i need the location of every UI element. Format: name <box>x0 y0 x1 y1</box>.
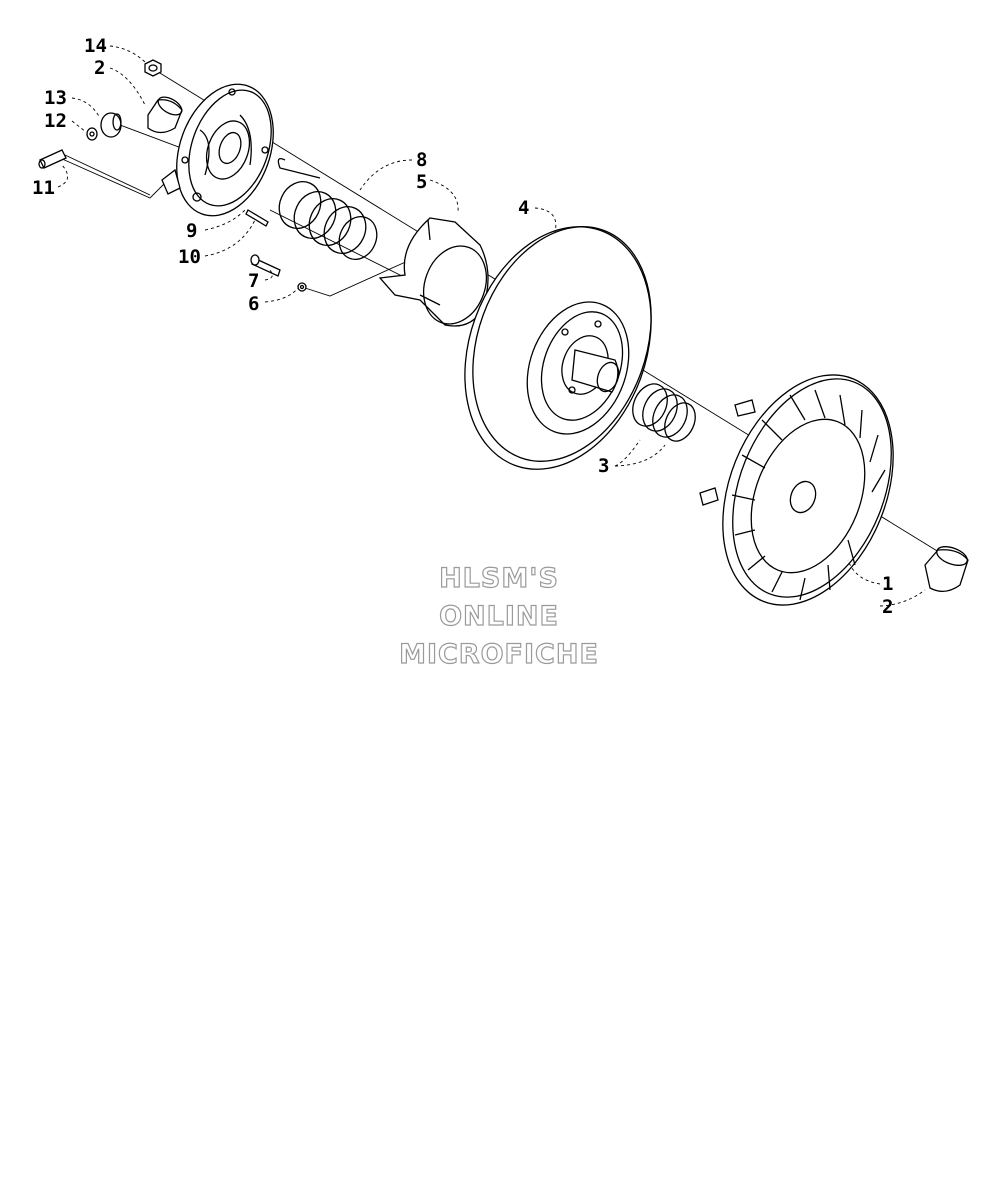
callout-3: 3 <box>598 455 609 477</box>
part-10-pin <box>245 209 269 227</box>
part-3-spring <box>632 383 696 442</box>
callout-labels: 14 2 13 12 11 9 10 8 5 4 7 6 3 1 2 <box>32 35 893 618</box>
part-11-pin <box>38 149 67 169</box>
callout-12: 12 <box>44 110 67 132</box>
watermark-line-2: ONLINE <box>439 601 559 632</box>
callout-13: 13 <box>44 87 67 109</box>
part-4-sheave <box>464 226 652 470</box>
callout-8: 8 <box>416 149 427 171</box>
sheave-fins <box>731 389 886 601</box>
callout-2-top: 2 <box>94 57 105 79</box>
callout-6: 6 <box>248 293 259 315</box>
watermark-line-3: MICROFICHE <box>399 639 599 670</box>
part-12-washer <box>86 127 98 141</box>
callout-1: 1 <box>882 573 893 595</box>
part-13-roller <box>100 112 122 138</box>
cam-plate <box>161 83 274 217</box>
part-2-bushing-top <box>147 96 183 134</box>
part-2-bushing-bottom <box>924 546 969 592</box>
callout-9: 9 <box>186 220 197 242</box>
part-7-bolt <box>250 254 281 277</box>
callout-4: 4 <box>518 197 529 219</box>
part-8-spring <box>277 157 378 260</box>
part-6-nut <box>297 282 307 292</box>
part-14-nut <box>144 59 162 77</box>
part-1-fixed-sheave <box>699 374 894 606</box>
callout-leaders <box>57 45 926 607</box>
watermark-line-1: HLSM'S <box>439 563 559 594</box>
callout-10: 10 <box>178 246 201 268</box>
callout-11: 11 <box>32 177 55 199</box>
part-5-cam-sleeve <box>378 217 489 327</box>
callout-5: 5 <box>416 171 427 193</box>
watermark: HLSM'S ONLINE MICROFICHE <box>398 562 599 670</box>
callout-7: 7 <box>248 270 259 292</box>
callout-14: 14 <box>84 35 107 57</box>
callout-2-bottom: 2 <box>882 596 893 618</box>
